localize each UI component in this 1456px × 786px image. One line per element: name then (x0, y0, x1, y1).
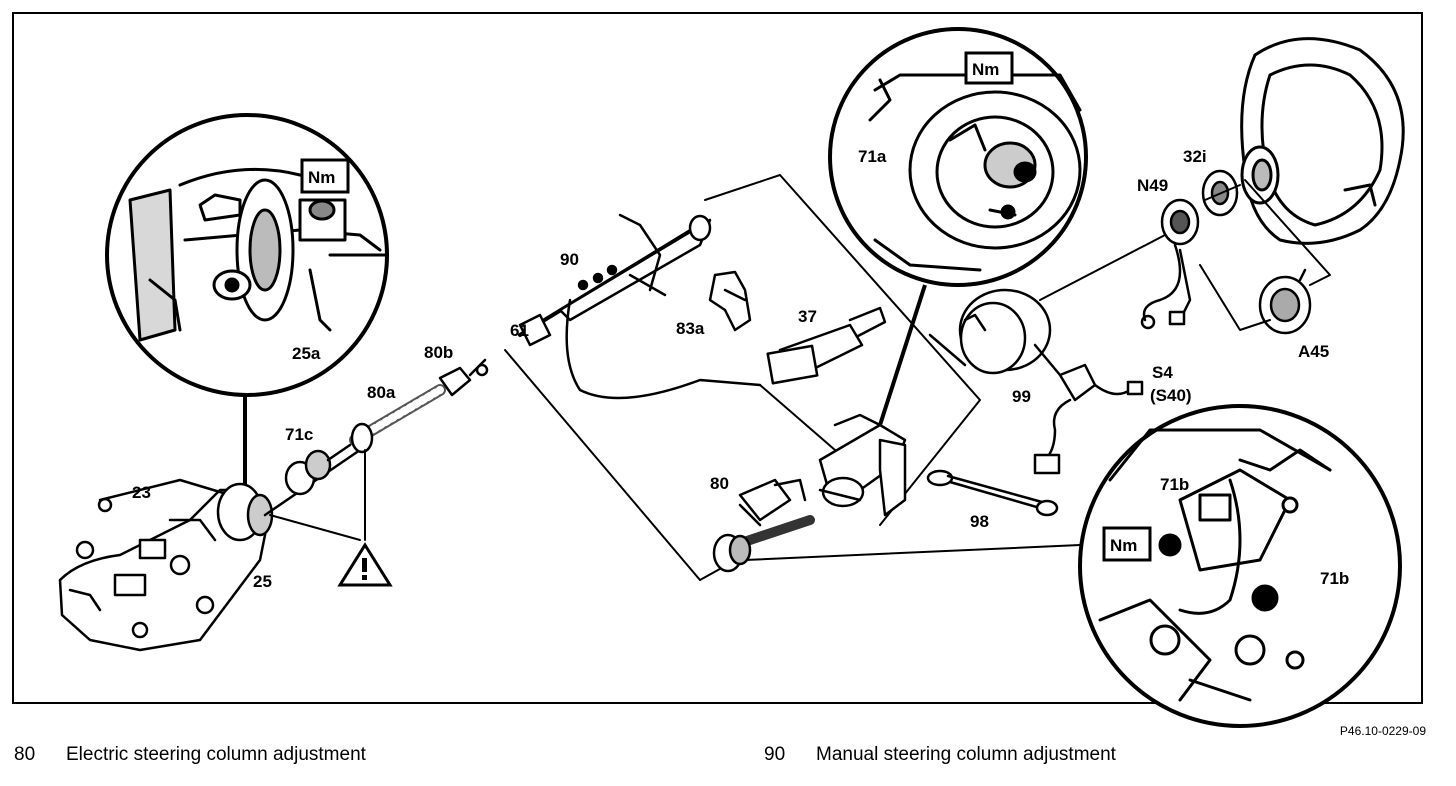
torque-box-25a: Nm (300, 158, 350, 194)
legend-code: 80 (14, 744, 36, 765)
part-n49 (1140, 198, 1200, 330)
label-32i: 32i (1183, 147, 1207, 166)
part-s4-switch (1033, 363, 1144, 475)
detail-circle-71b: Nm (1078, 404, 1402, 728)
part-99-clockspring (928, 288, 1062, 377)
label-71c: 71c (285, 425, 313, 444)
wheel-lines (1039, 179, 1331, 331)
label-98: 98 (970, 512, 989, 531)
legend-text: Electric steering column adjustment (66, 744, 366, 765)
caution-marker (269, 449, 393, 587)
label-71b-upper: 71b (1160, 475, 1189, 494)
torque-label-71a: Nm (972, 60, 999, 79)
steering-gear-housing (58, 478, 274, 652)
detail-circle-71a: Nm (828, 27, 1088, 426)
label-s4: S4 (1152, 363, 1173, 382)
label-80: 80 (710, 474, 729, 493)
label-90: 90 (560, 250, 579, 269)
steering-column-90 (518, 213, 762, 400)
torque-label-25a: Nm (308, 168, 335, 187)
label-71b-lower: 71b (1320, 569, 1349, 588)
legend-text: Manual steering column adjustment (816, 744, 1116, 765)
label-25: 25 (253, 572, 272, 591)
label-71a: 71a (858, 147, 887, 166)
label-37: 37 (798, 307, 817, 326)
label-a45: A45 (1298, 342, 1329, 361)
part-83a (708, 270, 752, 332)
part-labels: 23 25 25a 71c 80a 80b 90 61 83a 37 71a 3… (132, 147, 1349, 591)
label-99: 99 (1012, 387, 1031, 406)
figure-reference: P46.10-0229-09 (1339, 724, 1426, 738)
torque-box-71a: Nm (964, 51, 1014, 85)
label-s40: (S40) (1150, 386, 1192, 405)
column-mount (818, 413, 907, 517)
torque-label-71b: Nm (1110, 536, 1137, 555)
connection-lines (504, 174, 1081, 581)
label-80b: 80b (424, 343, 453, 362)
label-23: 23 (132, 483, 151, 502)
legend-item: 90 Manual steering column adjustment (764, 744, 1116, 766)
legend-item: 80 Electric steering column adjustment (14, 744, 366, 766)
intermediate-shaft (263, 358, 489, 517)
part-a45 (1258, 268, 1312, 335)
label-80a: 80a (367, 383, 396, 402)
legend-code: 90 (764, 744, 786, 765)
label-83a: 83a (676, 319, 705, 338)
label-25a: 25a (292, 344, 321, 363)
detail-circle-25a: Nm (105, 113, 389, 520)
leader-71a (878, 284, 927, 426)
label-n49: N49 (1137, 176, 1168, 195)
steering-wheel (1240, 37, 1405, 245)
label-61: 61 (510, 321, 529, 340)
part-80-motor (712, 478, 815, 573)
part-98-wrench (926, 469, 1059, 517)
torque-box-71b: Nm (1102, 526, 1152, 562)
part-37-lock (766, 306, 887, 385)
